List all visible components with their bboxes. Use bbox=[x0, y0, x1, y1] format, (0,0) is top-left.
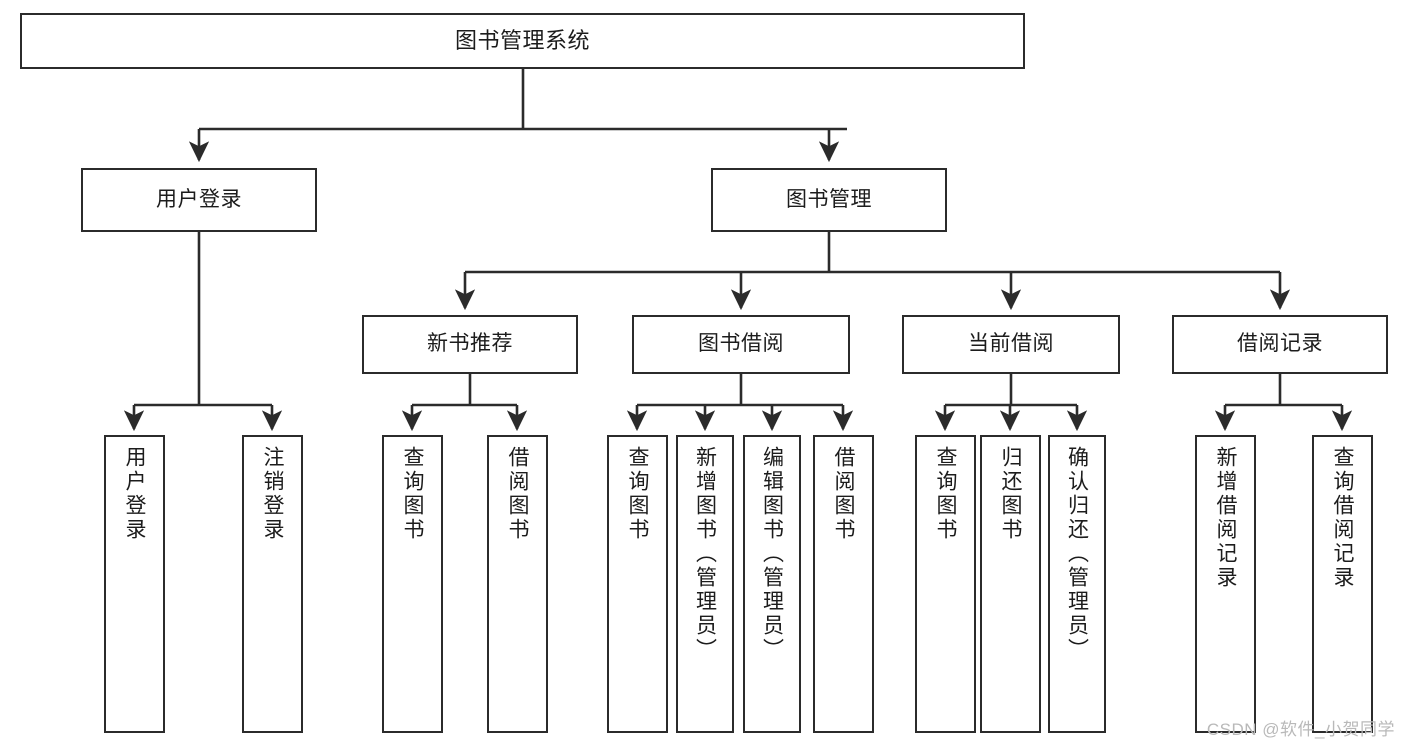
node-leaf-borrow-book-1[interactable]: 借阅图书 bbox=[487, 435, 548, 733]
node-current-borrow-label: 当前借阅 bbox=[968, 332, 1054, 356]
node-leaf-add-book[interactable]: 新增图书（管理员） bbox=[676, 435, 734, 733]
node-leaf-return-book[interactable]: 归还图书 bbox=[980, 435, 1041, 733]
node-leaf-query-book-3[interactable]: 查询图书 bbox=[915, 435, 976, 733]
node-leaf-borrow-book-2[interactable]: 借阅图书 bbox=[813, 435, 874, 733]
node-new-book-recommend[interactable]: 新书推荐 bbox=[362, 315, 578, 374]
node-current-borrow[interactable]: 当前借阅 bbox=[902, 315, 1120, 374]
node-leaf-user-login-label: 用户登录 bbox=[123, 446, 146, 542]
node-borrow-record[interactable]: 借阅记录 bbox=[1172, 315, 1388, 374]
node-new-book-recommend-label: 新书推荐 bbox=[427, 332, 513, 356]
node-book-manage[interactable]: 图书管理 bbox=[711, 168, 947, 232]
node-root-label: 图书管理系统 bbox=[454, 28, 590, 54]
node-leaf-confirm-return-label: 确认归还（管理员） bbox=[1065, 446, 1089, 662]
node-borrow-record-label: 借阅记录 bbox=[1237, 332, 1323, 356]
node-leaf-user-login[interactable]: 用户登录 bbox=[104, 435, 165, 733]
node-leaf-query-book-2-label: 查询图书 bbox=[626, 446, 649, 542]
node-leaf-query-book-2[interactable]: 查询图书 bbox=[607, 435, 668, 733]
node-leaf-edit-book-label: 编辑图书（管理员） bbox=[760, 446, 784, 662]
node-book-borrow-label: 图书借阅 bbox=[698, 332, 784, 356]
node-user-login[interactable]: 用户登录 bbox=[81, 168, 317, 232]
node-leaf-add-book-label: 新增图书（管理员） bbox=[693, 446, 717, 662]
node-book-borrow[interactable]: 图书借阅 bbox=[632, 315, 850, 374]
node-leaf-edit-book[interactable]: 编辑图书（管理员） bbox=[743, 435, 801, 733]
node-leaf-confirm-return[interactable]: 确认归还（管理员） bbox=[1048, 435, 1106, 733]
node-leaf-query-record-label: 查询借阅记录 bbox=[1331, 446, 1354, 590]
node-leaf-return-book-label: 归还图书 bbox=[999, 446, 1022, 542]
node-leaf-query-book-3-label: 查询图书 bbox=[934, 446, 957, 542]
node-root[interactable]: 图书管理系统 bbox=[20, 13, 1025, 69]
node-leaf-add-record[interactable]: 新增借阅记录 bbox=[1195, 435, 1256, 733]
node-leaf-query-book-1-label: 查询图书 bbox=[401, 446, 424, 542]
node-leaf-user-logout[interactable]: 注销登录 bbox=[242, 435, 303, 733]
node-leaf-borrow-book-2-label: 借阅图书 bbox=[832, 446, 855, 542]
node-leaf-borrow-book-1-label: 借阅图书 bbox=[506, 446, 529, 542]
node-leaf-query-book-1[interactable]: 查询图书 bbox=[382, 435, 443, 733]
node-leaf-add-record-label: 新增借阅记录 bbox=[1214, 446, 1237, 590]
node-user-login-label: 用户登录 bbox=[156, 187, 242, 211]
node-leaf-query-record[interactable]: 查询借阅记录 bbox=[1312, 435, 1373, 733]
node-leaf-user-logout-label: 注销登录 bbox=[261, 446, 284, 542]
node-book-manage-label: 图书管理 bbox=[786, 187, 872, 211]
watermark: CSDN @软件_小贺同学 bbox=[1206, 720, 1395, 739]
